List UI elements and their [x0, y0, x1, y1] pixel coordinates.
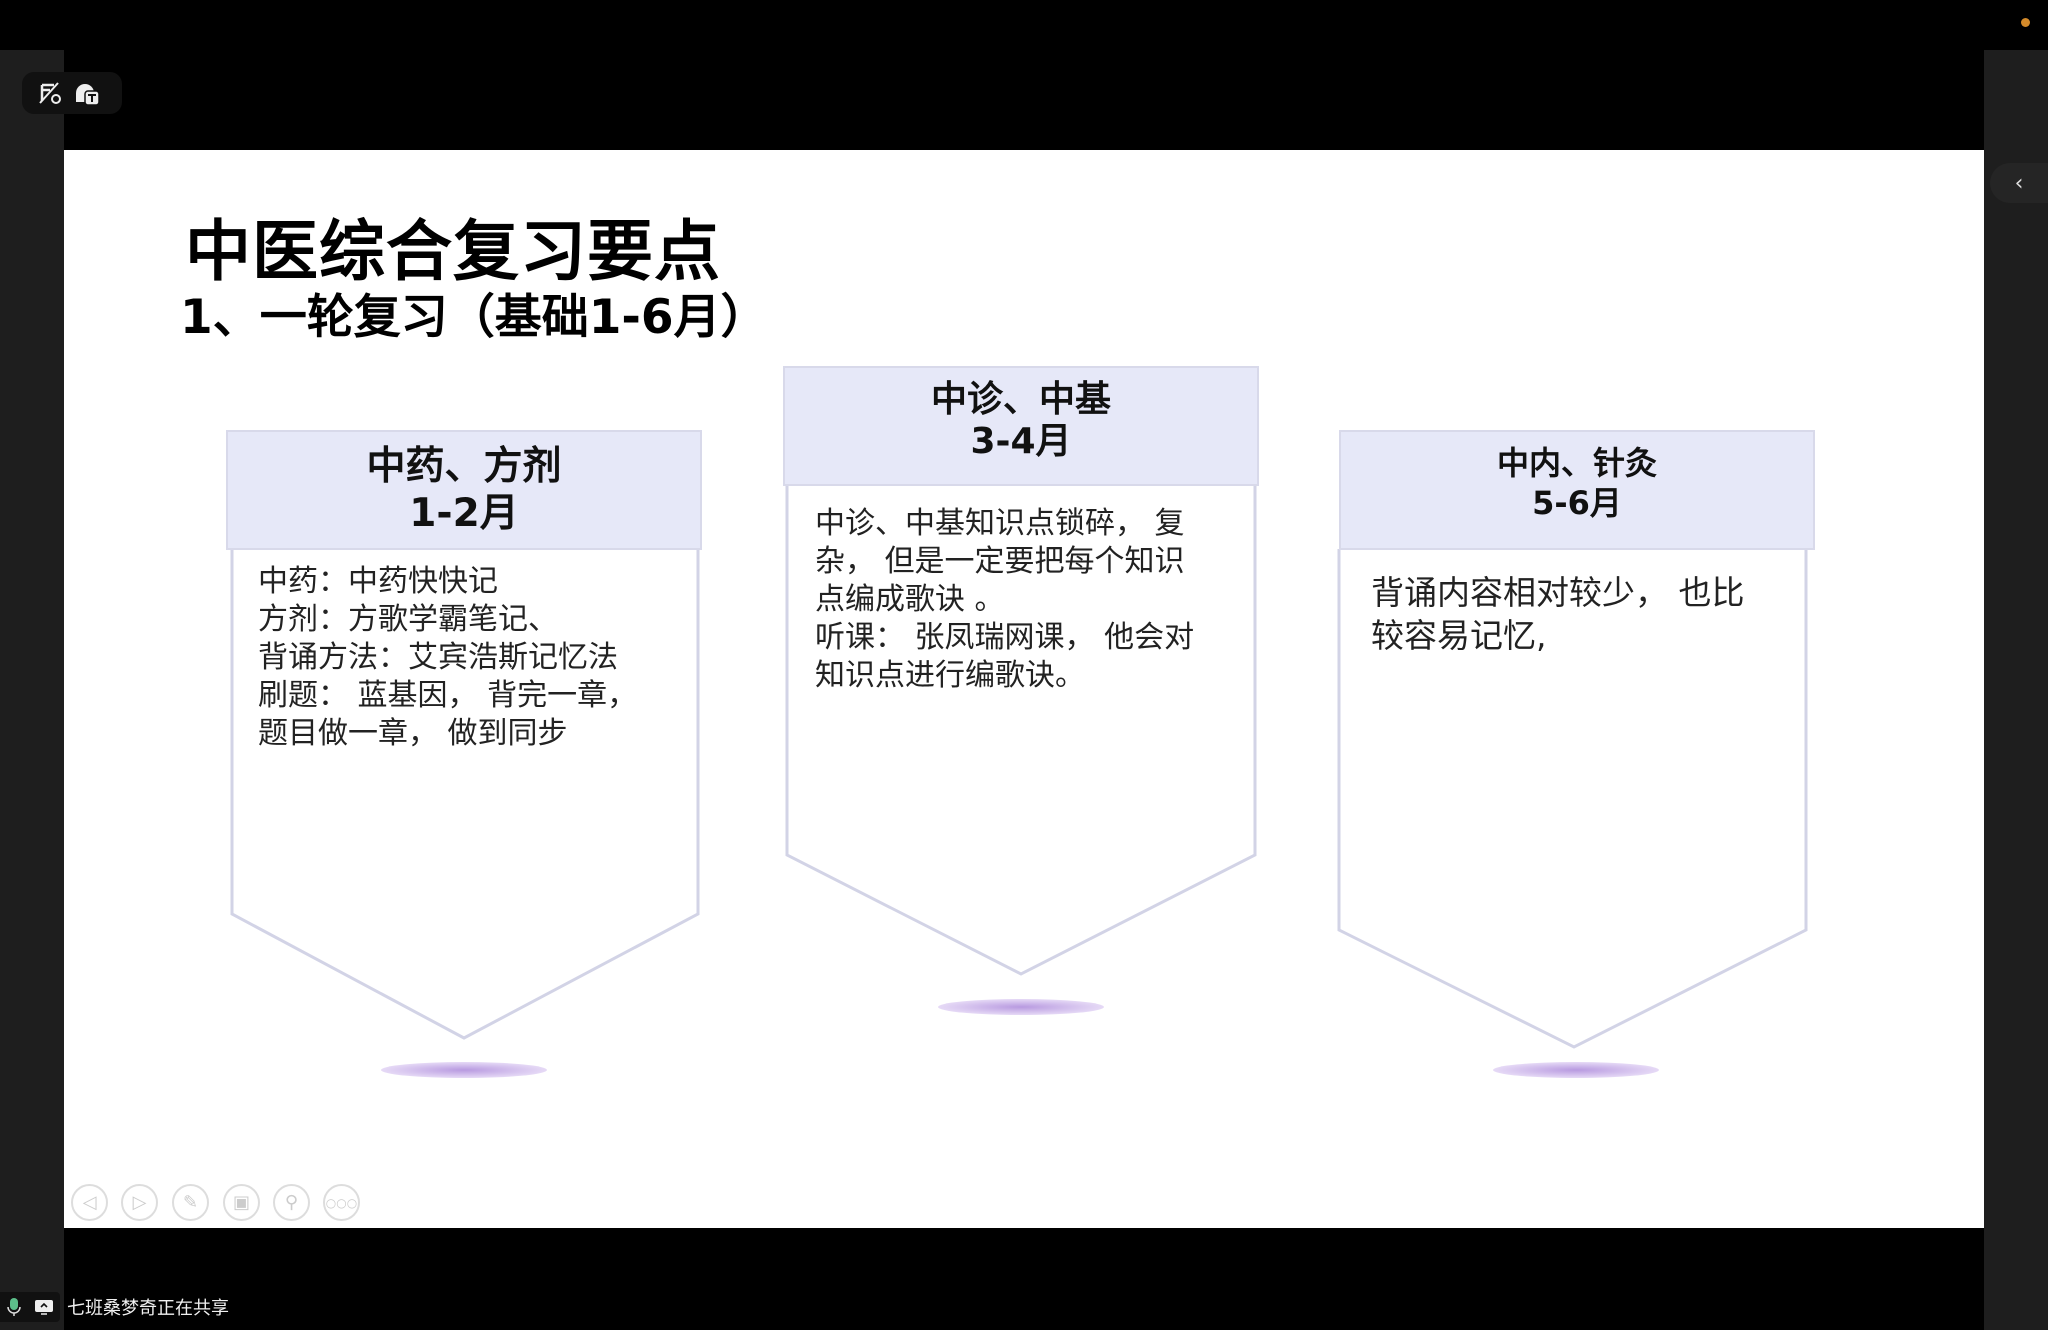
live-caption-icon[interactable]: [74, 79, 102, 107]
next-slide-button[interactable]: ▷: [121, 1184, 158, 1221]
card-3-header-box: [1339, 430, 1815, 550]
card-2-period: 3-4月: [970, 421, 1072, 462]
more-dots-icon: ○○○: [325, 1195, 358, 1210]
cards-graphic: [226, 366, 1815, 1078]
card-3-period: 5-6月: [1532, 484, 1622, 522]
card-1-line: 刷题： 蓝基因， 背完一章，: [258, 678, 638, 713]
zoom-button[interactable]: ⚲: [273, 1184, 310, 1221]
card-1-line: 方剂：方歌学霸笔记、: [258, 602, 558, 637]
card-2-line: 杂， 但是一定要把每个知识: [815, 544, 1185, 579]
recording-indicator-icon: [2021, 18, 2030, 27]
card-1-heading: 中药、方剂: [366, 444, 562, 489]
slides-grid-icon: ▣: [232, 1192, 250, 1213]
card-1-period: 1-2月: [409, 491, 519, 536]
collapse-panel-button[interactable]: ‹: [1990, 163, 2048, 203]
slide-overview-button[interactable]: ▣: [223, 1184, 260, 1221]
card-3-line: 较容易记忆,: [1371, 616, 1547, 655]
card-3-heading: 中内、针灸: [1496, 444, 1657, 482]
screen-share-icon[interactable]: [35, 1299, 53, 1315]
card-2-line: 中诊、中基知识点锁碎， 复: [815, 506, 1185, 541]
card-1-line: 题目做一章， 做到同步: [258, 716, 568, 751]
card-1-line: 背诵方法：艾宾浩斯记忆法: [258, 640, 618, 675]
card-3-shape: [1337, 430, 1815, 1078]
presentation-slide: 中医综合复习要点 1、一轮复习（基础1-6月） 中药、方剂 1-2月 中药：中药…: [64, 150, 1984, 1228]
microphone-icon[interactable]: [7, 1298, 21, 1316]
card-2-header: 中诊、中基 3-4月: [784, 379, 1258, 463]
card-2-shadow-ellipse: [938, 999, 1104, 1015]
top-toolbar: [22, 72, 122, 114]
left-side-panel: [0, 50, 64, 1330]
slide-title: 中医综合复习要点: [185, 213, 721, 290]
magnifier-icon: ⚲: [284, 1192, 299, 1213]
card-1-shape: [226, 430, 702, 1078]
annotation-off-icon[interactable]: [36, 79, 64, 107]
card-2-heading: 中诊、中基: [930, 379, 1111, 420]
previous-slide-button[interactable]: ◁: [71, 1184, 108, 1221]
card-1-line: 中药：中药快快记: [258, 564, 498, 599]
card-1-header-box: [226, 430, 702, 550]
card-3-body: 背诵内容相对较少， 也比 较容易记忆,: [1371, 571, 1745, 657]
card-1-arrow-body: [230, 549, 700, 1040]
card-2-line: 点编成歌诀 。: [815, 582, 1005, 617]
card-2-arrow-body: [785, 485, 1257, 976]
pen-icon: ✎: [182, 1192, 199, 1213]
card-1-header: 中药、方剂 1-2月: [227, 443, 701, 537]
more-options-button[interactable]: ○○○: [323, 1184, 360, 1221]
card-2-header-box: [783, 366, 1259, 486]
card-2-shape: [783, 366, 1259, 1015]
triangle-right-icon: ▷: [132, 1192, 147, 1213]
card-1-shadow-ellipse: [381, 1062, 547, 1078]
card-3-shadow-ellipse: [1493, 1062, 1659, 1078]
card-3-header: 中内、针灸 5-6月: [1340, 443, 1814, 523]
triangle-left-icon: ◁: [82, 1192, 97, 1213]
sharing-status-bar: 七班桑梦奇正在共享: [0, 1292, 229, 1322]
slide-subtitle: 1、一轮复习（基础1-6月）: [180, 290, 768, 345]
pen-tool-button[interactable]: ✎: [172, 1184, 209, 1221]
right-side-panel: [1984, 50, 2048, 1330]
card-3-arrow-body: [1337, 549, 1808, 1049]
card-1-body: 中药：中药快快记 方剂：方歌学霸笔记、 背诵方法：艾宾浩斯记忆法 刷题： 蓝基因…: [258, 563, 637, 753]
sharing-status-text: 七班桑梦奇正在共享: [67, 1298, 229, 1319]
card-2-line: 听课： 张凤瑞网课， 他会对: [815, 620, 1195, 655]
chevron-left-icon: ‹: [2014, 170, 2024, 196]
card-3-line: 背诵内容相对较少， 也比: [1371, 573, 1745, 612]
card-2-line: 知识点进行编歌诀。: [815, 658, 1085, 693]
card-2-body: 中诊、中基知识点锁碎， 复 杂， 但是一定要把每个知识 点编成歌诀 。 听课： …: [815, 505, 1194, 695]
